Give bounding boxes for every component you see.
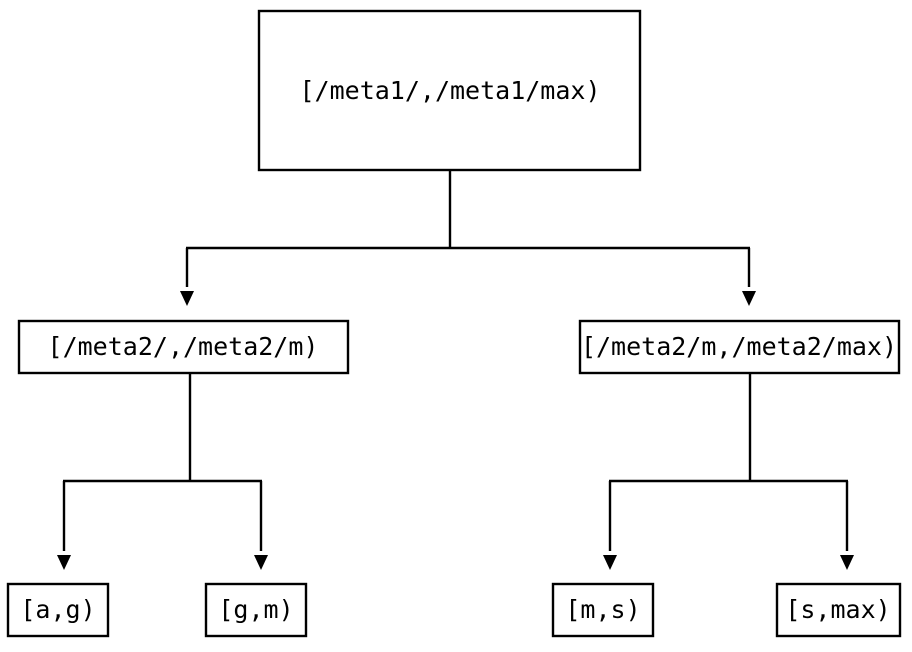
node-leaf-4-label: [s,max) — [785, 595, 890, 624]
node-leaf-2[interactable]: [g,m) — [204, 582, 308, 638]
node-leaf-1-box[interactable] — [6, 582, 110, 638]
node-root-label: [/meta1/,/meta1/max) — [299, 76, 600, 105]
node-mid-left-label: [/meta2/,/meta2/m) — [48, 332, 319, 361]
node-mid-left-box[interactable] — [17, 319, 350, 375]
edge-group-midleft-to-leaves — [57, 373, 268, 570]
node-mid-right-box[interactable] — [578, 319, 901, 375]
node-leaf-4-box[interactable] — [775, 582, 902, 638]
arrow-head-midright-to-leaf3 — [603, 555, 617, 570]
edge-group-root-to-mid — [180, 170, 756, 306]
node-leaf-2-label: [g,m) — [218, 595, 293, 624]
node-leaf-1[interactable]: [a,g) — [6, 582, 110, 638]
arrow-head-midright-to-leaf4 — [840, 555, 854, 570]
node-root-box[interactable] — [257, 9, 642, 172]
edge-group-midright-to-leaves — [603, 373, 854, 570]
node-mid-right-label: [/meta2/m,/meta2/max) — [581, 332, 897, 361]
node-leaf-1-label: [a,g) — [20, 595, 95, 624]
node-leaf-4[interactable]: [s,max) — [775, 582, 902, 638]
node-leaf-3-box[interactable] — [551, 582, 655, 638]
node-root[interactable]: [/meta1/,/meta1/max) — [257, 9, 642, 172]
arrow-head-midleft-to-leaf2 — [254, 555, 268, 570]
node-leaf-2-box[interactable] — [204, 582, 308, 638]
arrow-head-root-to-mid-left — [180, 291, 194, 306]
node-mid-left[interactable]: [/meta2/,/meta2/m) — [17, 319, 350, 375]
arrow-head-midleft-to-leaf1 — [57, 555, 71, 570]
node-mid-right[interactable]: [/meta2/m,/meta2/max) — [578, 319, 901, 375]
node-leaf-3-label: [m,s) — [565, 595, 640, 624]
node-leaf-3[interactable]: [m,s) — [551, 582, 655, 638]
arrow-head-root-to-mid-right — [742, 291, 756, 306]
